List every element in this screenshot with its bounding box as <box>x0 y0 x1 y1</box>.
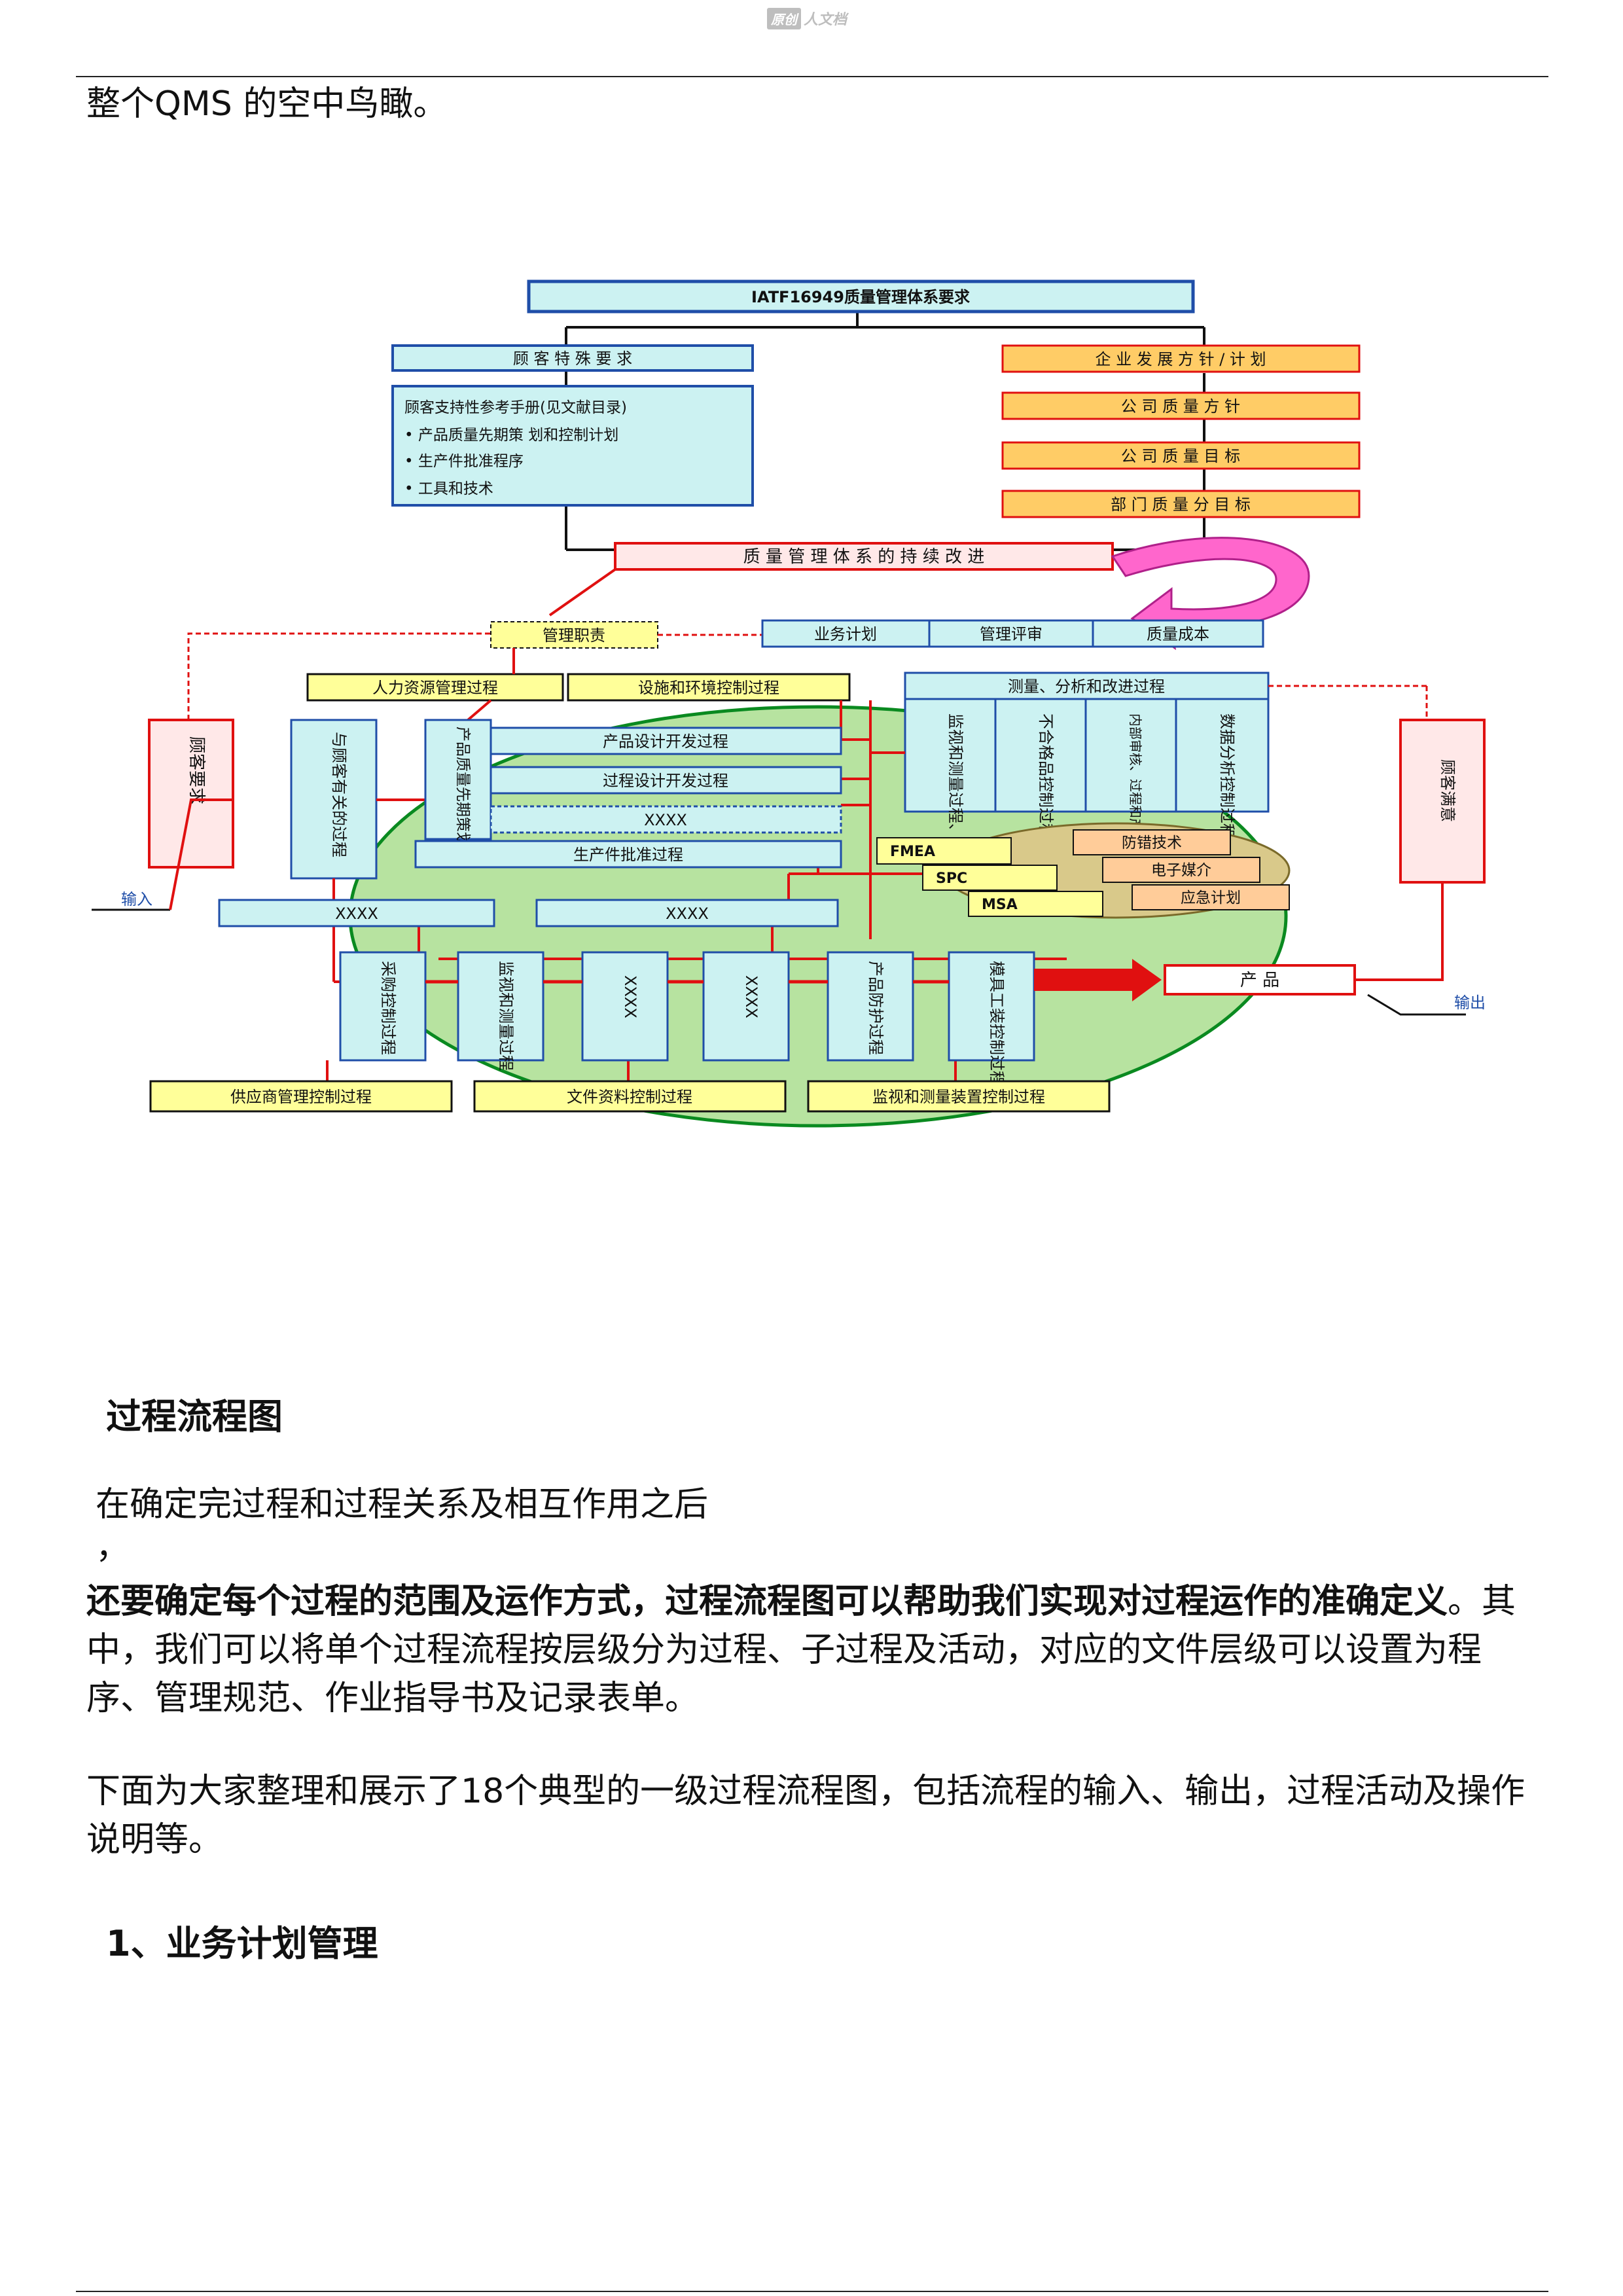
design-rows: 产品设计开发过程 过程设计开发过程 XXXX <box>490 726 842 834</box>
iatf-title: IATF16949质量管理体系要求 <box>751 288 970 306</box>
tool-item: 应急计划 <box>1181 889 1241 906</box>
facility-process: 设施和环境控制过程 <box>638 679 779 697</box>
bottom-row-item: 文件资料控制过程 <box>567 1088 692 1106</box>
iatf-title-box <box>527 279 1195 314</box>
customer-req-box <box>148 719 234 869</box>
customer-related-box <box>290 719 378 880</box>
product-arrow <box>1034 959 1162 1001</box>
right-stack-item: 公 司 质 量 方 针 <box>1121 397 1240 416</box>
xxxx-item: XXXX <box>666 905 709 923</box>
bottom-row: 供应商管理控制过程 文件资料控制过程 监视和测量装置控制过程 <box>149 1080 1111 1113</box>
measure-col: 不合格品控制过程 <box>1037 713 1055 839</box>
design-row: 过程设计开发过程 <box>603 772 728 790</box>
design-row: 产品设计开发过程 <box>603 732 728 751</box>
mgmt-row: 业务计划 管理评审 质量成本 <box>761 619 1264 648</box>
tools-left: FMEA SPC MSA <box>876 837 1103 917</box>
output-label: 输出 <box>1454 994 1486 1012</box>
customer-manual-box <box>391 385 754 507</box>
para1-body: 还要确定每个过程的范围及运作方式，过程流程图可以帮助我们实现对过程运作的准确定义… <box>86 1577 1539 1723</box>
design-row: XXXX <box>644 811 687 829</box>
apqp-box <box>424 719 492 840</box>
input-label: 输入 <box>121 890 152 908</box>
watermark-text: 人文档 <box>804 12 847 28</box>
bottom-row-item: 供应商管理控制过程 <box>230 1088 372 1106</box>
mgmt-row-item: 管理评审 <box>980 625 1043 643</box>
tool-item: MSA <box>982 897 1018 913</box>
hr-process-box <box>306 673 564 702</box>
mgmt-row-item: 业务计划 <box>814 625 877 643</box>
tool-item: FMEA <box>890 844 935 860</box>
process-col: XXXX <box>742 975 760 1018</box>
xxxx-box <box>218 899 495 927</box>
para2: 下面为大家整理和展示了18个典型的一级过程流程图，包括流程的输入、输出，过程活动… <box>86 1772 1525 1859</box>
qms-improve: 质 量 管 理 体 系 的 持 续 改 进 <box>743 547 985 567</box>
right-stack: 企 业 发 展 方 针 / 计 划 公 司 质 量 方 针 公 司 质 量 目 … <box>1001 344 1361 518</box>
process-col: 监视和测量过程 <box>497 961 515 1071</box>
watermark: 原创 人文档 <box>767 7 859 30</box>
top-rule <box>76 76 1548 77</box>
tools-right: 防错技术 电子媒介 应急计划 <box>1073 829 1290 910</box>
qms-improve-box <box>614 542 1114 571</box>
measure-title: 测量、分析和改进过程 <box>1008 677 1165 696</box>
hr-process: 人力资源管理过程 <box>372 679 498 697</box>
tool-item: 防错技术 <box>1122 834 1182 852</box>
right-stack-item: 部 门 质 量 分 目 标 <box>1111 495 1251 514</box>
customer-manual-title: 顾客支持性参考手册(见文献目录) <box>404 399 627 416</box>
customer-specific-box <box>391 344 754 372</box>
facility-process-box <box>567 673 851 702</box>
customer-manual-item: • 产品质量先期策 划和控制计划 <box>404 427 618 444</box>
watermark-badge: 原创 <box>767 7 801 29</box>
right-stack-item: 公 司 质 量 目 标 <box>1121 447 1240 465</box>
para1-rest: 。其中，我们可以将单个过程流程按层级分为过程、子过程及活动，对应的文件层级可以设… <box>86 1582 1516 1718</box>
customer-manual-item: • 生产件批准程序 <box>404 453 524 470</box>
process-col: 采购控制过程 <box>379 961 397 1055</box>
process-col: 模具工装控制过程 <box>988 961 1006 1086</box>
qms-diagram: IATF16949质量管理体系要求 顾 客 特 殊 要 求 顾客支持性参考手册(… <box>92 279 1486 1128</box>
tool-item: 电子媒介 <box>1151 862 1211 879</box>
right-stack-item: 企 业 发 展 方 针 / 计 划 <box>1095 350 1266 368</box>
customer-sat: 顾客满意 <box>1438 759 1457 822</box>
xxxx-item: XXXX <box>335 905 378 923</box>
para1-comma: ， <box>96 1528 130 1567</box>
measure-col: 数据分析控制过程 <box>1218 713 1236 839</box>
sub-heading: 1、业务计划管理 <box>106 1923 378 1964</box>
bottom-rule <box>76 2291 1548 2292</box>
customer-sat-box <box>1399 719 1486 884</box>
ppap: 生产件批准过程 <box>573 846 683 864</box>
process-col: 产品防护过程 <box>866 961 885 1055</box>
ppap-box <box>414 840 842 869</box>
xxxx-box <box>535 899 839 927</box>
bottom-row-item: 监视和测量装置控制过程 <box>872 1088 1045 1106</box>
apqp: 产品质量先期策划 <box>454 726 471 847</box>
process-cols: 采购控制过程 监视和测量过程 XXXX XXXX 产品防护过程 模具工装控制过程 <box>339 951 1035 1086</box>
measure-title-box <box>904 672 1270 700</box>
product: 产 品 <box>1240 971 1279 990</box>
intro-line: 整个QMS 的空中鸟瞰。 <box>86 84 448 124</box>
para1-bold: 还要确定每个过程的范围及运作方式，过程流程图可以帮助我们实现对过程运作的准确定义 <box>86 1582 1448 1621</box>
mgmt-duty: 管理职责 <box>543 626 605 645</box>
process-col: XXXX <box>621 975 639 1018</box>
customer-req: 顾客要求 <box>187 736 206 804</box>
mgmt-duty-box <box>490 621 658 649</box>
customer-manual-item: • 工具和技术 <box>404 480 493 497</box>
product-box <box>1164 964 1356 996</box>
customer-specific: 顾 客 特 殊 要 求 <box>513 350 632 368</box>
para1-line1: 在确定完过程和过程关系及相互作用之后 <box>96 1485 709 1524</box>
mgmt-row-item: 质量成本 <box>1147 625 1209 643</box>
tool-item: SPC <box>936 870 967 887</box>
customer-related: 与顾客有关的过程 <box>330 732 348 857</box>
section-heading: 过程流程图 <box>106 1396 283 1437</box>
